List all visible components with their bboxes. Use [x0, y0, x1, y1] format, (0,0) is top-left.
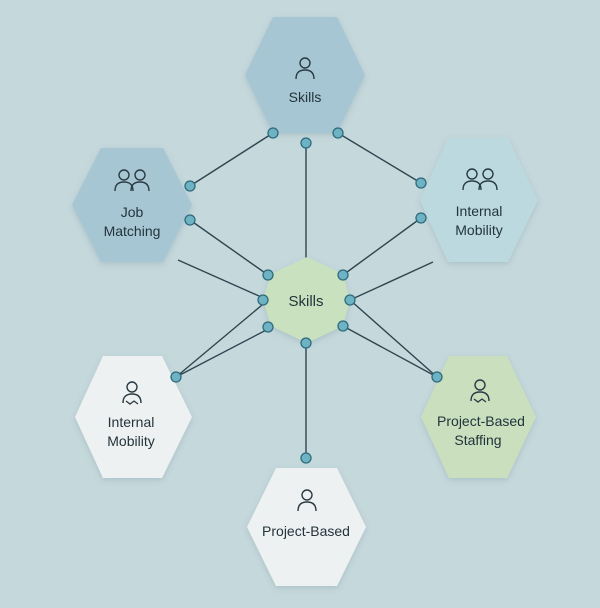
person-handshake-icon	[122, 381, 142, 405]
node-top-left-label-line-1: Job	[121, 204, 144, 220]
node-top-right-hexagon	[420, 138, 538, 262]
node-top-hexagon	[245, 17, 365, 133]
connector-dots	[170, 127, 443, 464]
node-top-left-hexagon	[72, 148, 192, 262]
node-bottom: Project-Based	[247, 468, 366, 586]
node-top: Skills	[245, 17, 365, 133]
people-icon	[114, 169, 150, 192]
person-icon	[297, 489, 317, 512]
people-icon	[462, 168, 498, 191]
hub-hexagon	[263, 257, 350, 343]
connector-dot	[415, 212, 427, 224]
connector-dot	[415, 177, 427, 189]
connector-dot	[300, 337, 312, 349]
node-bottom-right: Project-Based Staffing	[421, 356, 536, 478]
node-bottom-left-hexagon	[75, 356, 192, 478]
connector-line	[349, 261, 434, 301]
node-top-right-label-line-1: Internal	[456, 203, 503, 219]
connector-dot	[332, 127, 344, 139]
person-icon	[295, 57, 315, 80]
connector-dot	[262, 321, 274, 333]
hub-node: Skills	[263, 257, 350, 343]
node-top-right-label-line-2: Mobility	[455, 222, 502, 238]
node-top-right: Internal Mobility	[420, 138, 538, 262]
node-bottom-right-label-line-2: Staffing	[454, 432, 501, 448]
connector-line	[337, 132, 422, 184]
connector-dot	[184, 180, 196, 192]
connector-dot	[344, 294, 356, 306]
hub-label: Skills	[288, 293, 323, 310]
person-handshake-icon	[470, 379, 490, 403]
node-bottom-label: Project-Based	[262, 523, 350, 539]
connector-line	[189, 219, 269, 276]
connector-dot	[337, 320, 349, 332]
node-top-label: Skills	[289, 89, 322, 105]
connector-line	[342, 217, 422, 276]
node-bottom-right-hexagon	[421, 356, 536, 478]
connector-dot	[262, 269, 274, 281]
connector-dot	[300, 137, 312, 149]
node-bottom-left: Internal Mobility	[75, 356, 192, 478]
connector-dot	[267, 127, 279, 139]
node-bottom-left-label-line-1: Internal	[108, 414, 155, 430]
connector-line	[349, 299, 438, 378]
connector-line	[175, 326, 273, 378]
node-top-left: Job Matching	[72, 148, 192, 262]
connector-dot	[431, 371, 443, 383]
connector-line	[177, 259, 269, 301]
connector-dot	[300, 452, 312, 464]
node-bottom-left-label-line-2: Mobility	[107, 433, 154, 449]
connector-dot	[184, 214, 196, 226]
connector-dot	[170, 371, 182, 383]
node-top-left-label-line-2: Matching	[104, 223, 161, 239]
connector-dot	[337, 269, 349, 281]
connector-line	[175, 299, 269, 378]
connector-line	[189, 132, 274, 187]
node-bottom-hexagon	[247, 468, 366, 586]
connector-lines	[175, 132, 438, 458]
connector-line	[342, 325, 438, 378]
node-bottom-right-label-line-1: Project-Based	[437, 413, 525, 429]
connector-dot	[257, 294, 269, 306]
